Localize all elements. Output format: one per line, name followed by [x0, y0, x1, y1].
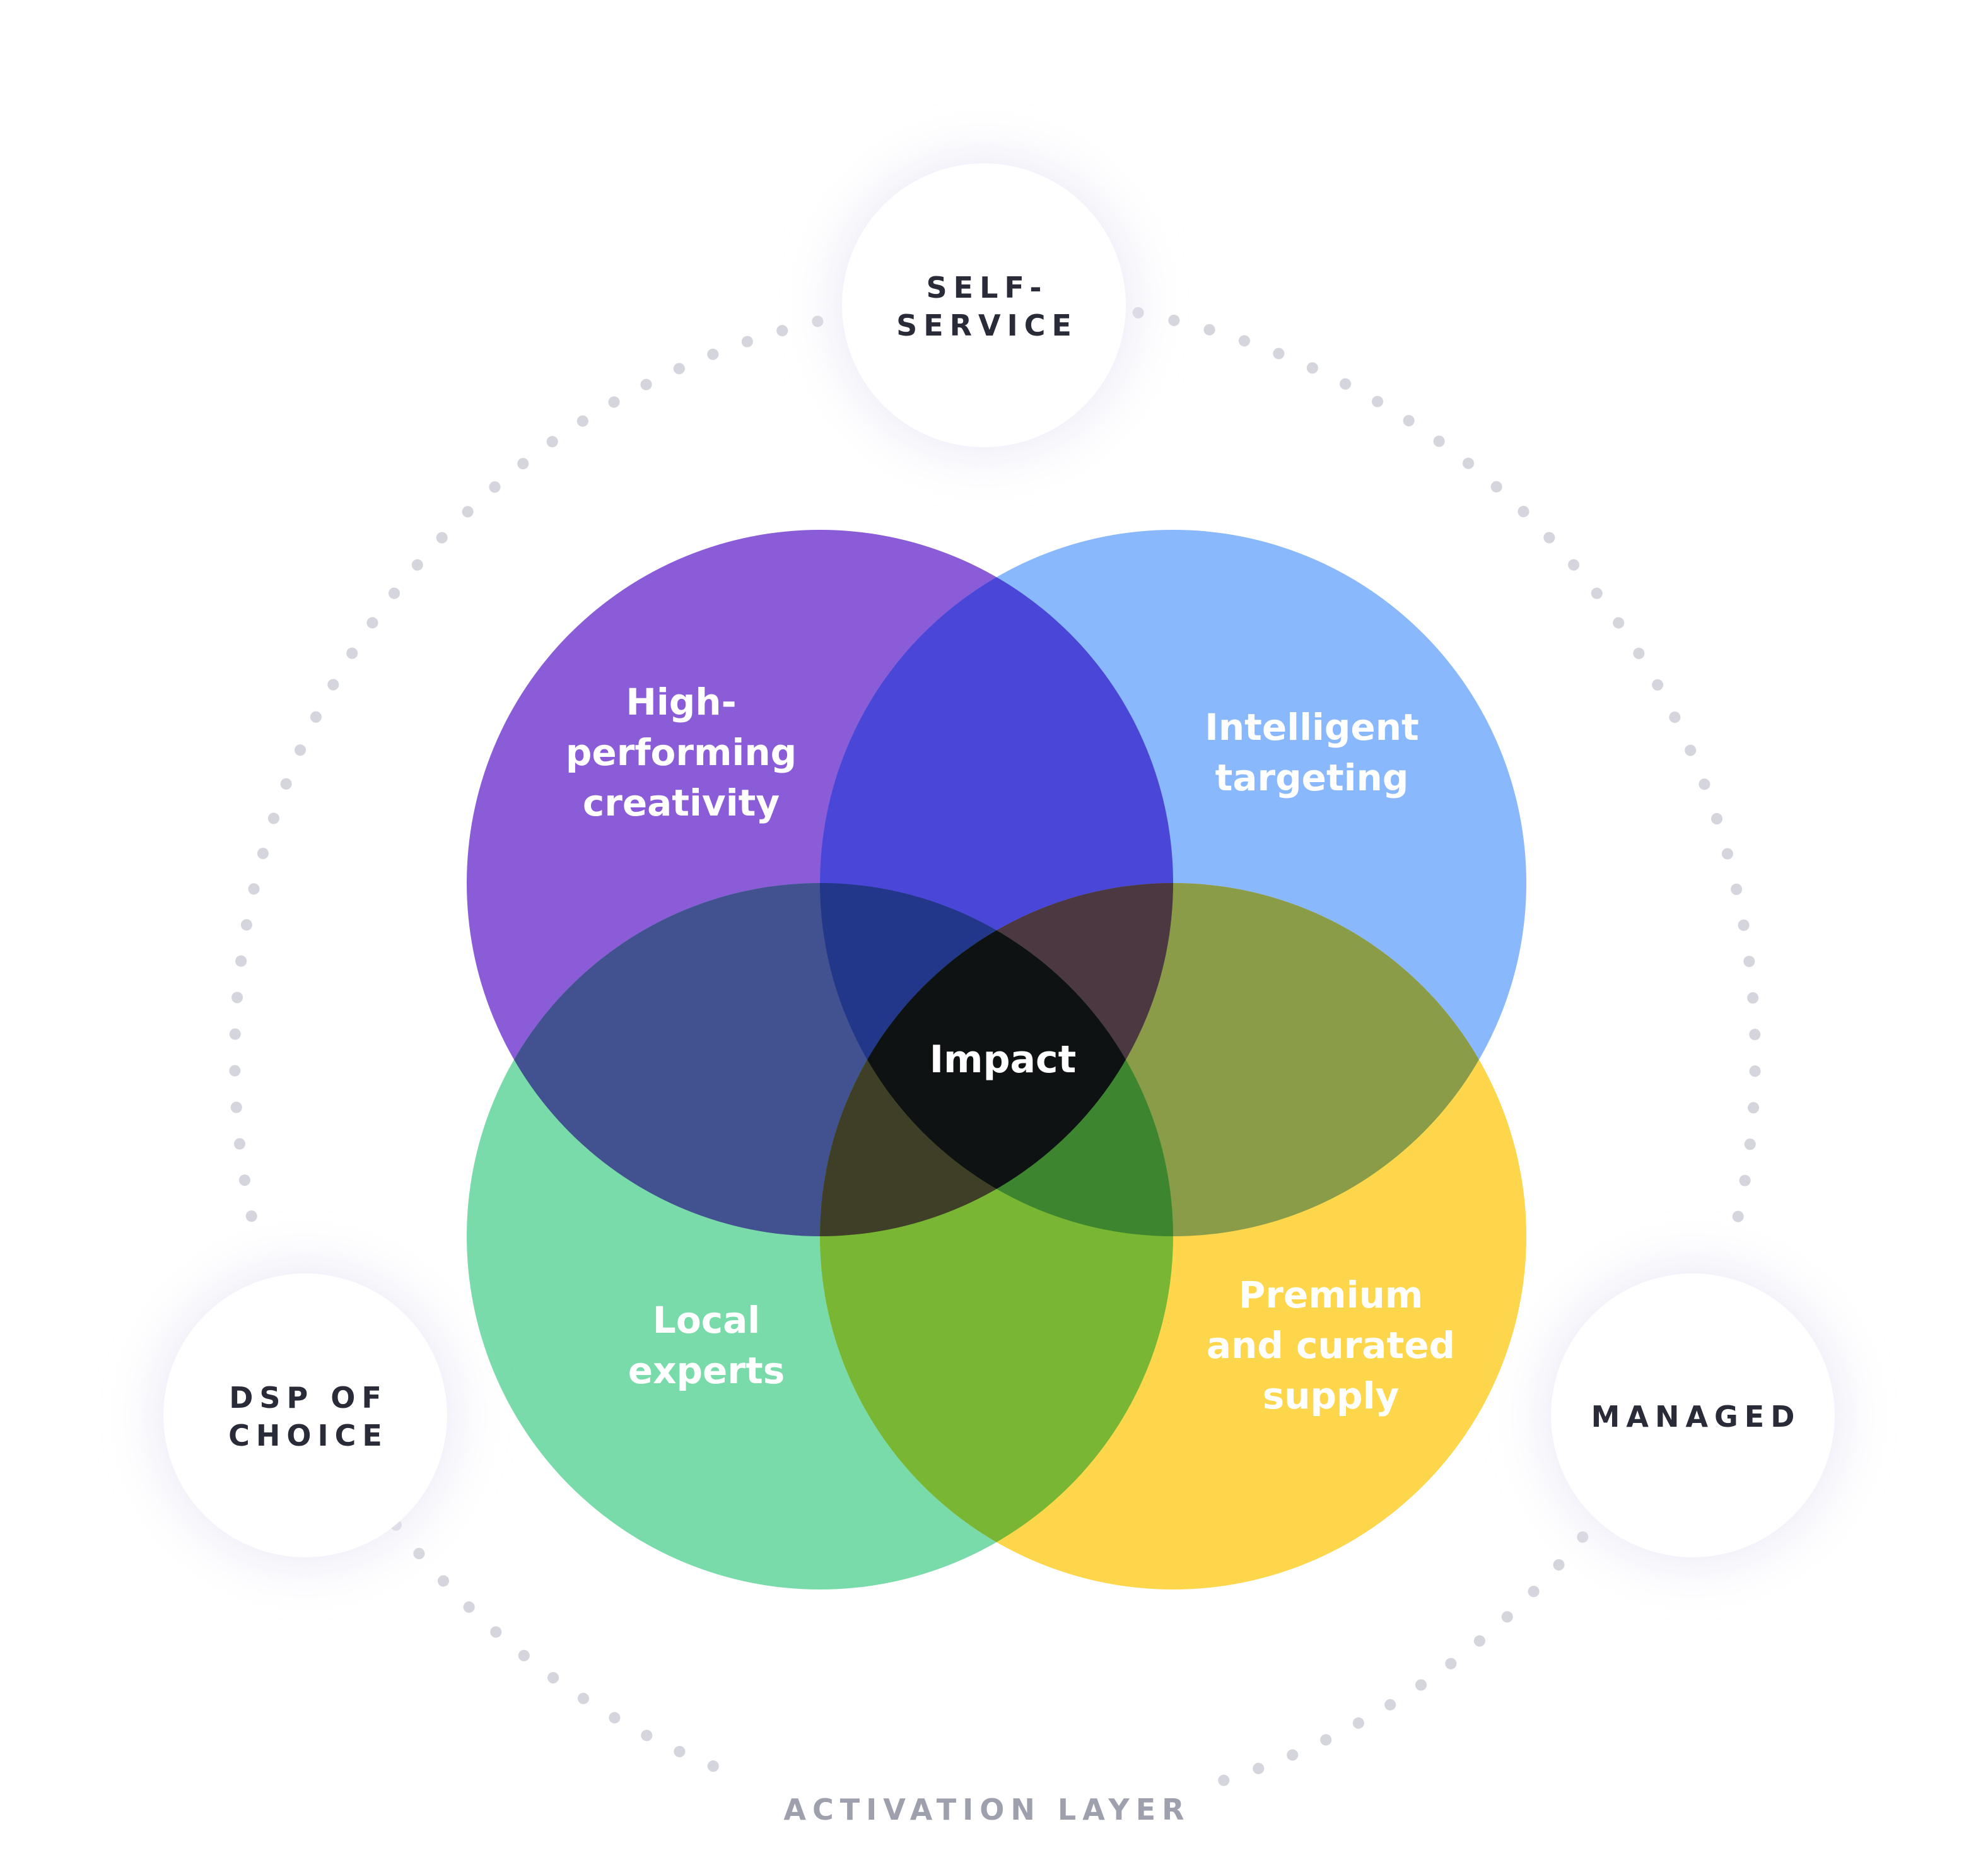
node-dsp-of-choice-disc: [163, 1273, 447, 1557]
activation-ring: [229, 307, 1761, 1786]
node-managed-disc: [1551, 1273, 1835, 1557]
overlap-center-impact: [820, 883, 1173, 1236]
ring-arc-bottom-right: [1218, 1513, 1603, 1786]
ring-caption: ACTIVATION LAYER: [783, 1793, 1190, 1827]
ring-arc-bottom-left: [390, 1519, 734, 1778]
node-managed-label: MANAGED: [1591, 1400, 1801, 1434]
node-self-service-label: SELF-SERVICE: [896, 271, 1078, 342]
label-impact: Impact: [930, 1038, 1077, 1082]
node-self-service-disc: [842, 163, 1126, 447]
node-managed: MANAGED: [1548, 1270, 1838, 1560]
ring-arc-top-left: [229, 315, 824, 1247]
node-self-service: SELF-SERVICE: [839, 160, 1129, 450]
venn-overlaps: [467, 530, 1526, 1589]
